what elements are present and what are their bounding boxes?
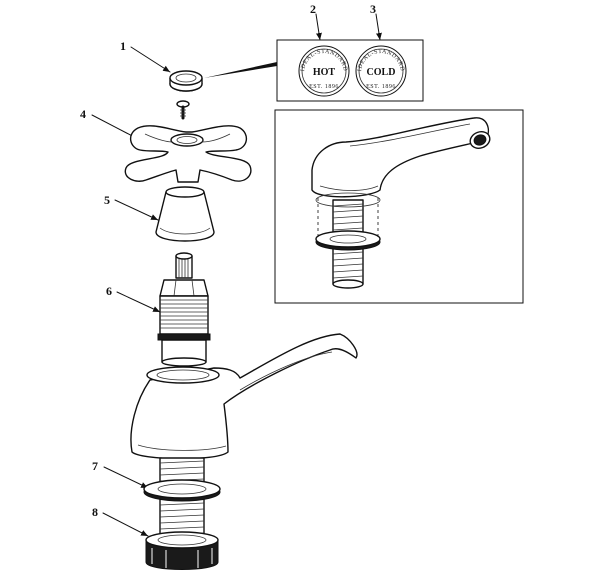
part-4-crosshead-handle	[124, 125, 252, 183]
cold-index-disc: IDEAL-STANDARD COLD EST. 1896	[355, 45, 407, 97]
inset-lever-tap-panel	[274, 109, 524, 304]
hot-disc-label: HOT	[313, 67, 336, 78]
callout-7: 7	[92, 459, 98, 473]
cold-disc-label: COLD	[367, 67, 396, 78]
hot-index-disc: IDEAL-STANDARD HOT EST. 1896	[298, 45, 350, 97]
part-5-shroud	[155, 186, 215, 242]
callout-3: 3	[370, 2, 376, 16]
callout-2: 2	[310, 2, 316, 16]
callout-4: 4	[80, 107, 86, 121]
callout-1: 1	[120, 39, 126, 53]
part-1-index-cap	[169, 70, 203, 92]
index-disc-panel: IDEAL-STANDARD HOT EST. 1896 IDEAL-STAND…	[204, 39, 424, 102]
grub-screw	[176, 100, 190, 120]
cold-disc-est: EST. 1896	[366, 84, 396, 90]
callout-8: 8	[92, 505, 98, 519]
leader-lines	[91, 13, 382, 537]
part-8-backnut	[145, 531, 219, 570]
part-6-headwork-cartridge	[157, 252, 211, 367]
tap-body	[130, 333, 358, 460]
hot-disc-est: EST. 1896	[309, 84, 339, 90]
callout-6: 6	[106, 284, 112, 298]
callout-numbers: 1 2 3 4 5 6 7 8	[80, 2, 376, 519]
part-7-washer	[143, 479, 221, 502]
callout-5: 5	[104, 193, 110, 207]
